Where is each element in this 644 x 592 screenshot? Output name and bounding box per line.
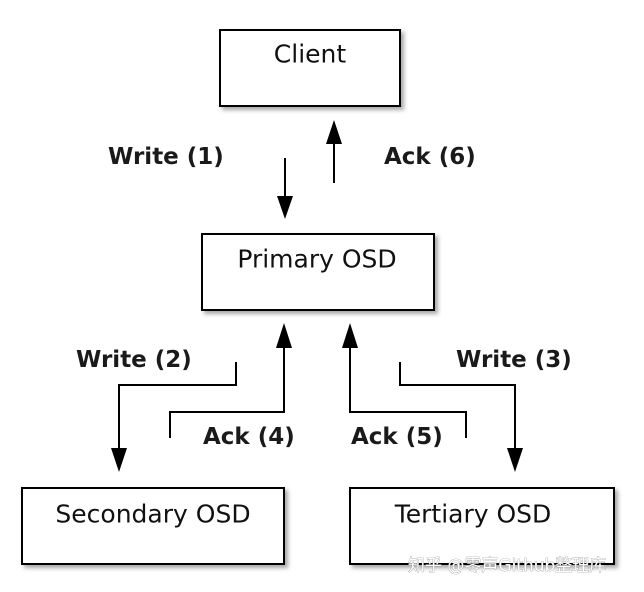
watermark-text: 知乎 @零声Github整理库 xyxy=(408,556,606,576)
ack-4-arrow-line xyxy=(169,344,285,438)
ack-6-arrowhead xyxy=(326,120,342,144)
ack-4-label: Ack (4) xyxy=(203,424,295,450)
edge-write-3: Write (3) xyxy=(399,347,572,472)
secondary-osd-node: Secondary OSD xyxy=(21,487,285,565)
primary-osd-label: Primary OSD xyxy=(237,245,396,274)
client-box xyxy=(219,29,401,107)
ack-5-arrow-line xyxy=(349,344,467,438)
edge-ack-5: Ack (5) xyxy=(342,323,467,450)
write-2-label: Write (2) xyxy=(76,347,192,373)
write-2-arrowhead xyxy=(111,448,127,472)
edge-write-2: Write (2) xyxy=(76,347,237,472)
tertiary-osd-label: Tertiary OSD xyxy=(394,500,552,529)
client-node: Client xyxy=(219,29,401,107)
write-3-arrowhead xyxy=(507,448,523,472)
tertiary-osd-node: Tertiary OSD xyxy=(349,487,615,565)
tertiary-osd-box xyxy=(349,487,615,565)
ack-5-label: Ack (5) xyxy=(351,424,443,450)
edge-write-1: Write (1) xyxy=(108,144,293,219)
write-1-arrowhead xyxy=(277,196,293,219)
secondary-osd-box xyxy=(21,487,285,565)
secondary-osd-label: Secondary OSD xyxy=(55,500,250,529)
edge-ack-4: Ack (4) xyxy=(169,323,295,450)
client-label: Client xyxy=(274,40,347,69)
ack-6-label: Ack (6) xyxy=(384,144,476,170)
ack-4-arrowhead xyxy=(276,323,292,348)
ack-5-arrowhead xyxy=(342,323,358,348)
edge-ack-6: Ack (6) xyxy=(326,120,476,183)
write-3-label: Write (3) xyxy=(456,347,572,373)
write-2-arrow-line xyxy=(118,362,237,452)
primary-osd-box xyxy=(201,233,435,311)
write-1-label: Write (1) xyxy=(108,144,224,170)
write-3-arrow-line xyxy=(399,362,516,452)
primary-osd-node: Primary OSD xyxy=(201,233,435,311)
